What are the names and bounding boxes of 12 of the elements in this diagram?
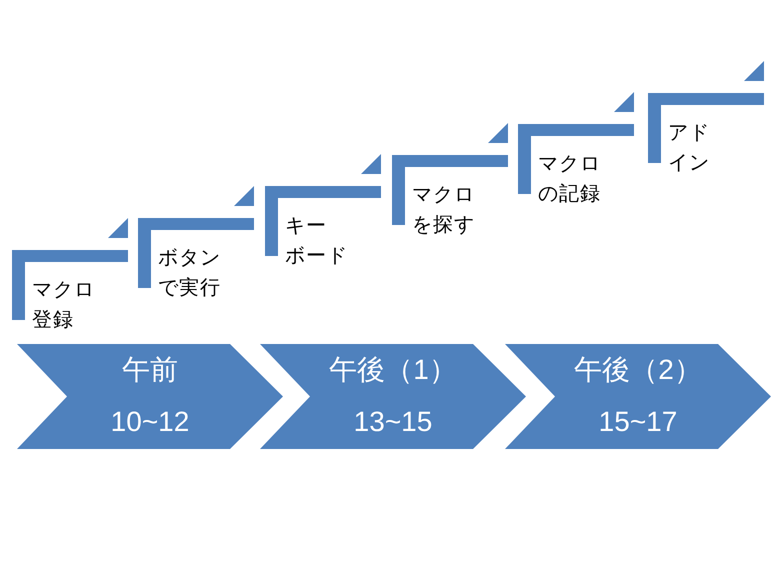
time-period-label: 午前 — [121, 353, 179, 387]
step-label: ボタンで実行 — [158, 244, 221, 301]
time-range-label: 13~15 — [352, 405, 434, 439]
step-label: アドイン — [668, 119, 710, 176]
step-label: キーボード — [285, 212, 348, 269]
time-period-label: 午後（1） — [328, 353, 458, 387]
time-range-label: 10~12 — [110, 405, 190, 439]
step-label: マクロを探す — [412, 181, 475, 238]
step-label: マクロ登録 — [32, 276, 95, 333]
time-range-label: 15~17 — [598, 405, 678, 439]
time-period-label: 午後（2） — [573, 353, 703, 387]
step-label: マクロの記録 — [538, 150, 601, 207]
